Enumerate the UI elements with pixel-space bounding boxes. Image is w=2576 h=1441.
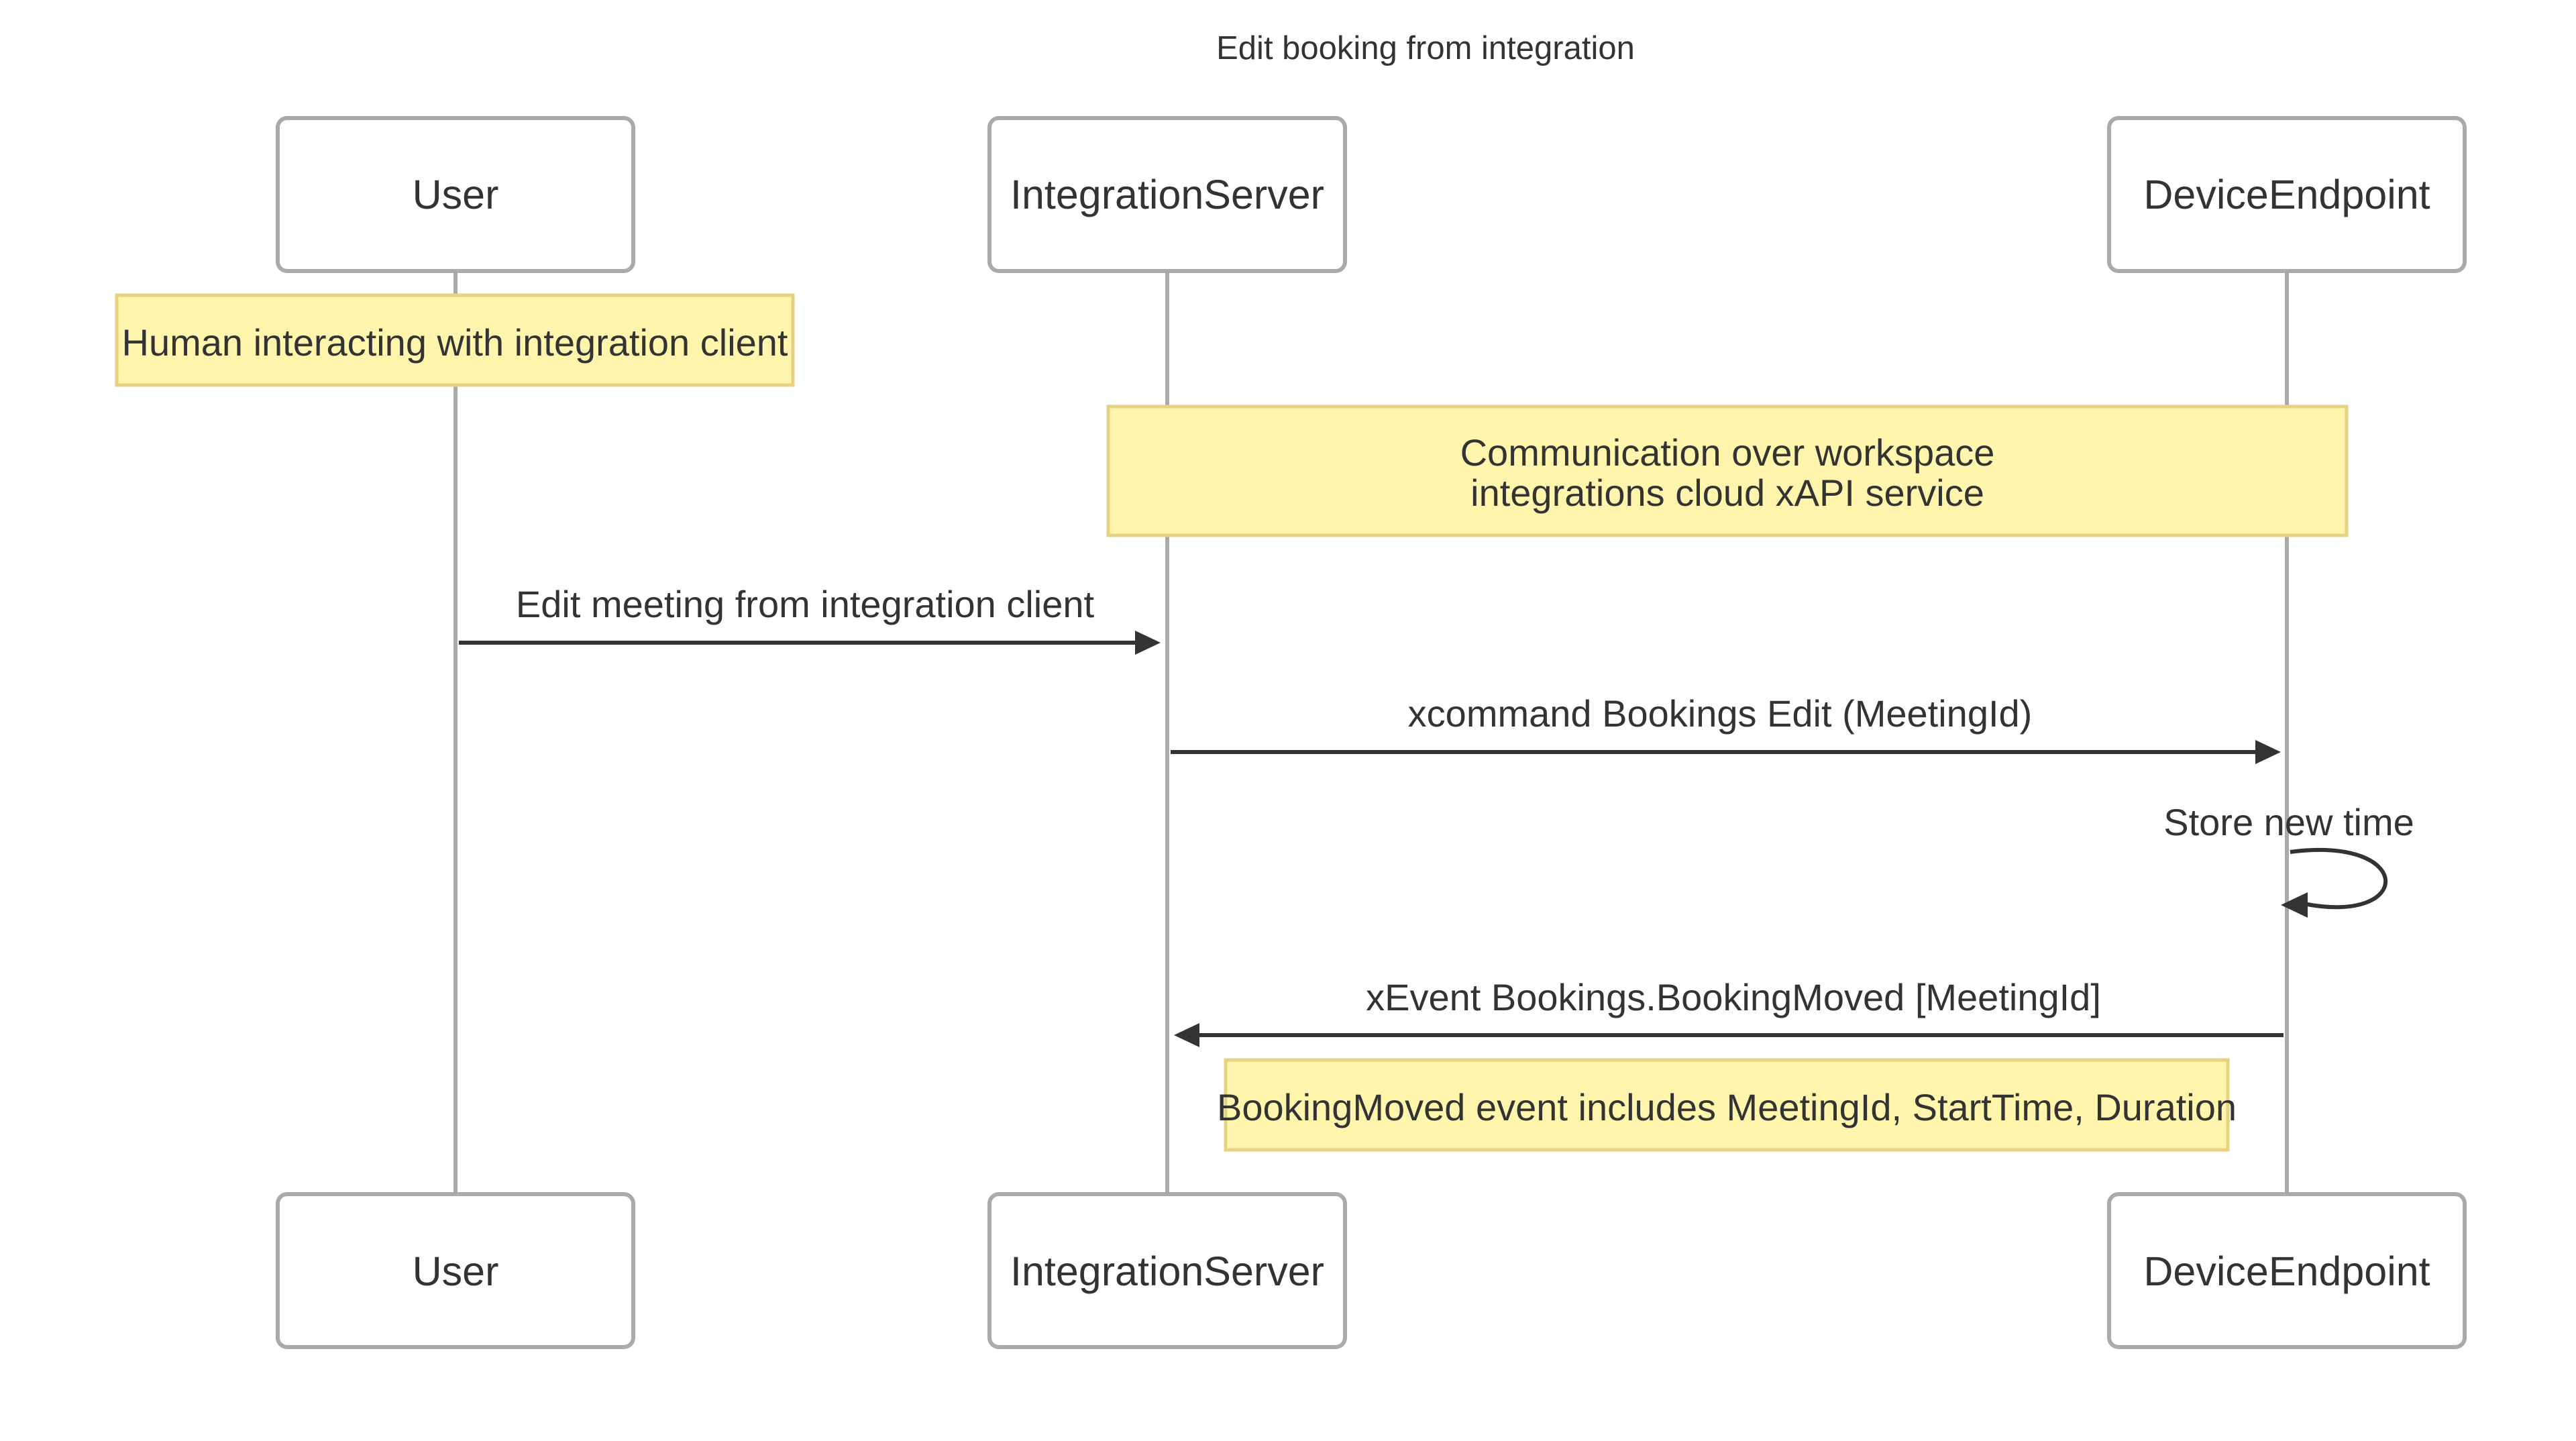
actor-user-top-label: User [413,172,499,217]
actor-user-top[interactable]: User [276,116,635,273]
actor-integration-server-top[interactable]: IntegrationServer [987,116,1347,273]
message-xevent-label: xEvent Bookings.BookingMoved [MeetingId] [1366,976,2101,1018]
actor-device-endpoint-top[interactable]: DeviceEndpoint [2107,116,2467,273]
message-edit-meeting-arrowhead [1135,631,1161,655]
diagram-title: Edit booking from integration [1216,30,1635,66]
actor-integration-server-bottom[interactable]: IntegrationServer [987,1192,1347,1349]
note-human-interacting-text: Human interacting with integration clien… [122,321,788,364]
message-store-new-time-label: Store new time [2163,801,2414,843]
actor-device-endpoint-bottom-label: DeviceEndpoint [2143,1248,2430,1294]
message-store-new-time-arrowhead [2281,892,2308,918]
actor-device-endpoint-bottom[interactable]: DeviceEndpoint [2107,1192,2467,1349]
message-edit-meeting-label: Edit meeting from integration client [516,583,1095,625]
note-human-interacting: Human interacting with integration clien… [115,293,795,387]
actor-user-bottom[interactable]: User [276,1192,635,1349]
message-store-new-time-loop [2290,847,2388,910]
message-xcommand-label: xcommand Bookings Edit (MeetingId) [1408,692,2033,735]
actor-device-endpoint-top-label: DeviceEndpoint [2143,172,2430,217]
message-xcommand-arrowhead [2255,740,2281,764]
note-booking-moved-event: BookingMoved event includes MeetingId, S… [1217,1058,2237,1152]
actor-integration-server-top-label: IntegrationServer [1010,172,1324,217]
note-booking-moved-event-text: BookingMoved event includes MeetingId, S… [1217,1086,2237,1128]
note-communication-xapi: Communication over workspace integration… [1106,405,2349,537]
actor-integration-server-bottom-label: IntegrationServer [1010,1248,1324,1294]
note-communication-line1: Communication over workspace [1460,431,1995,474]
message-xevent-arrowhead [1174,1023,1199,1047]
note-communication-line2: integrations cloud xAPI service [1470,472,1984,514]
actor-user-bottom-label: User [413,1248,499,1294]
